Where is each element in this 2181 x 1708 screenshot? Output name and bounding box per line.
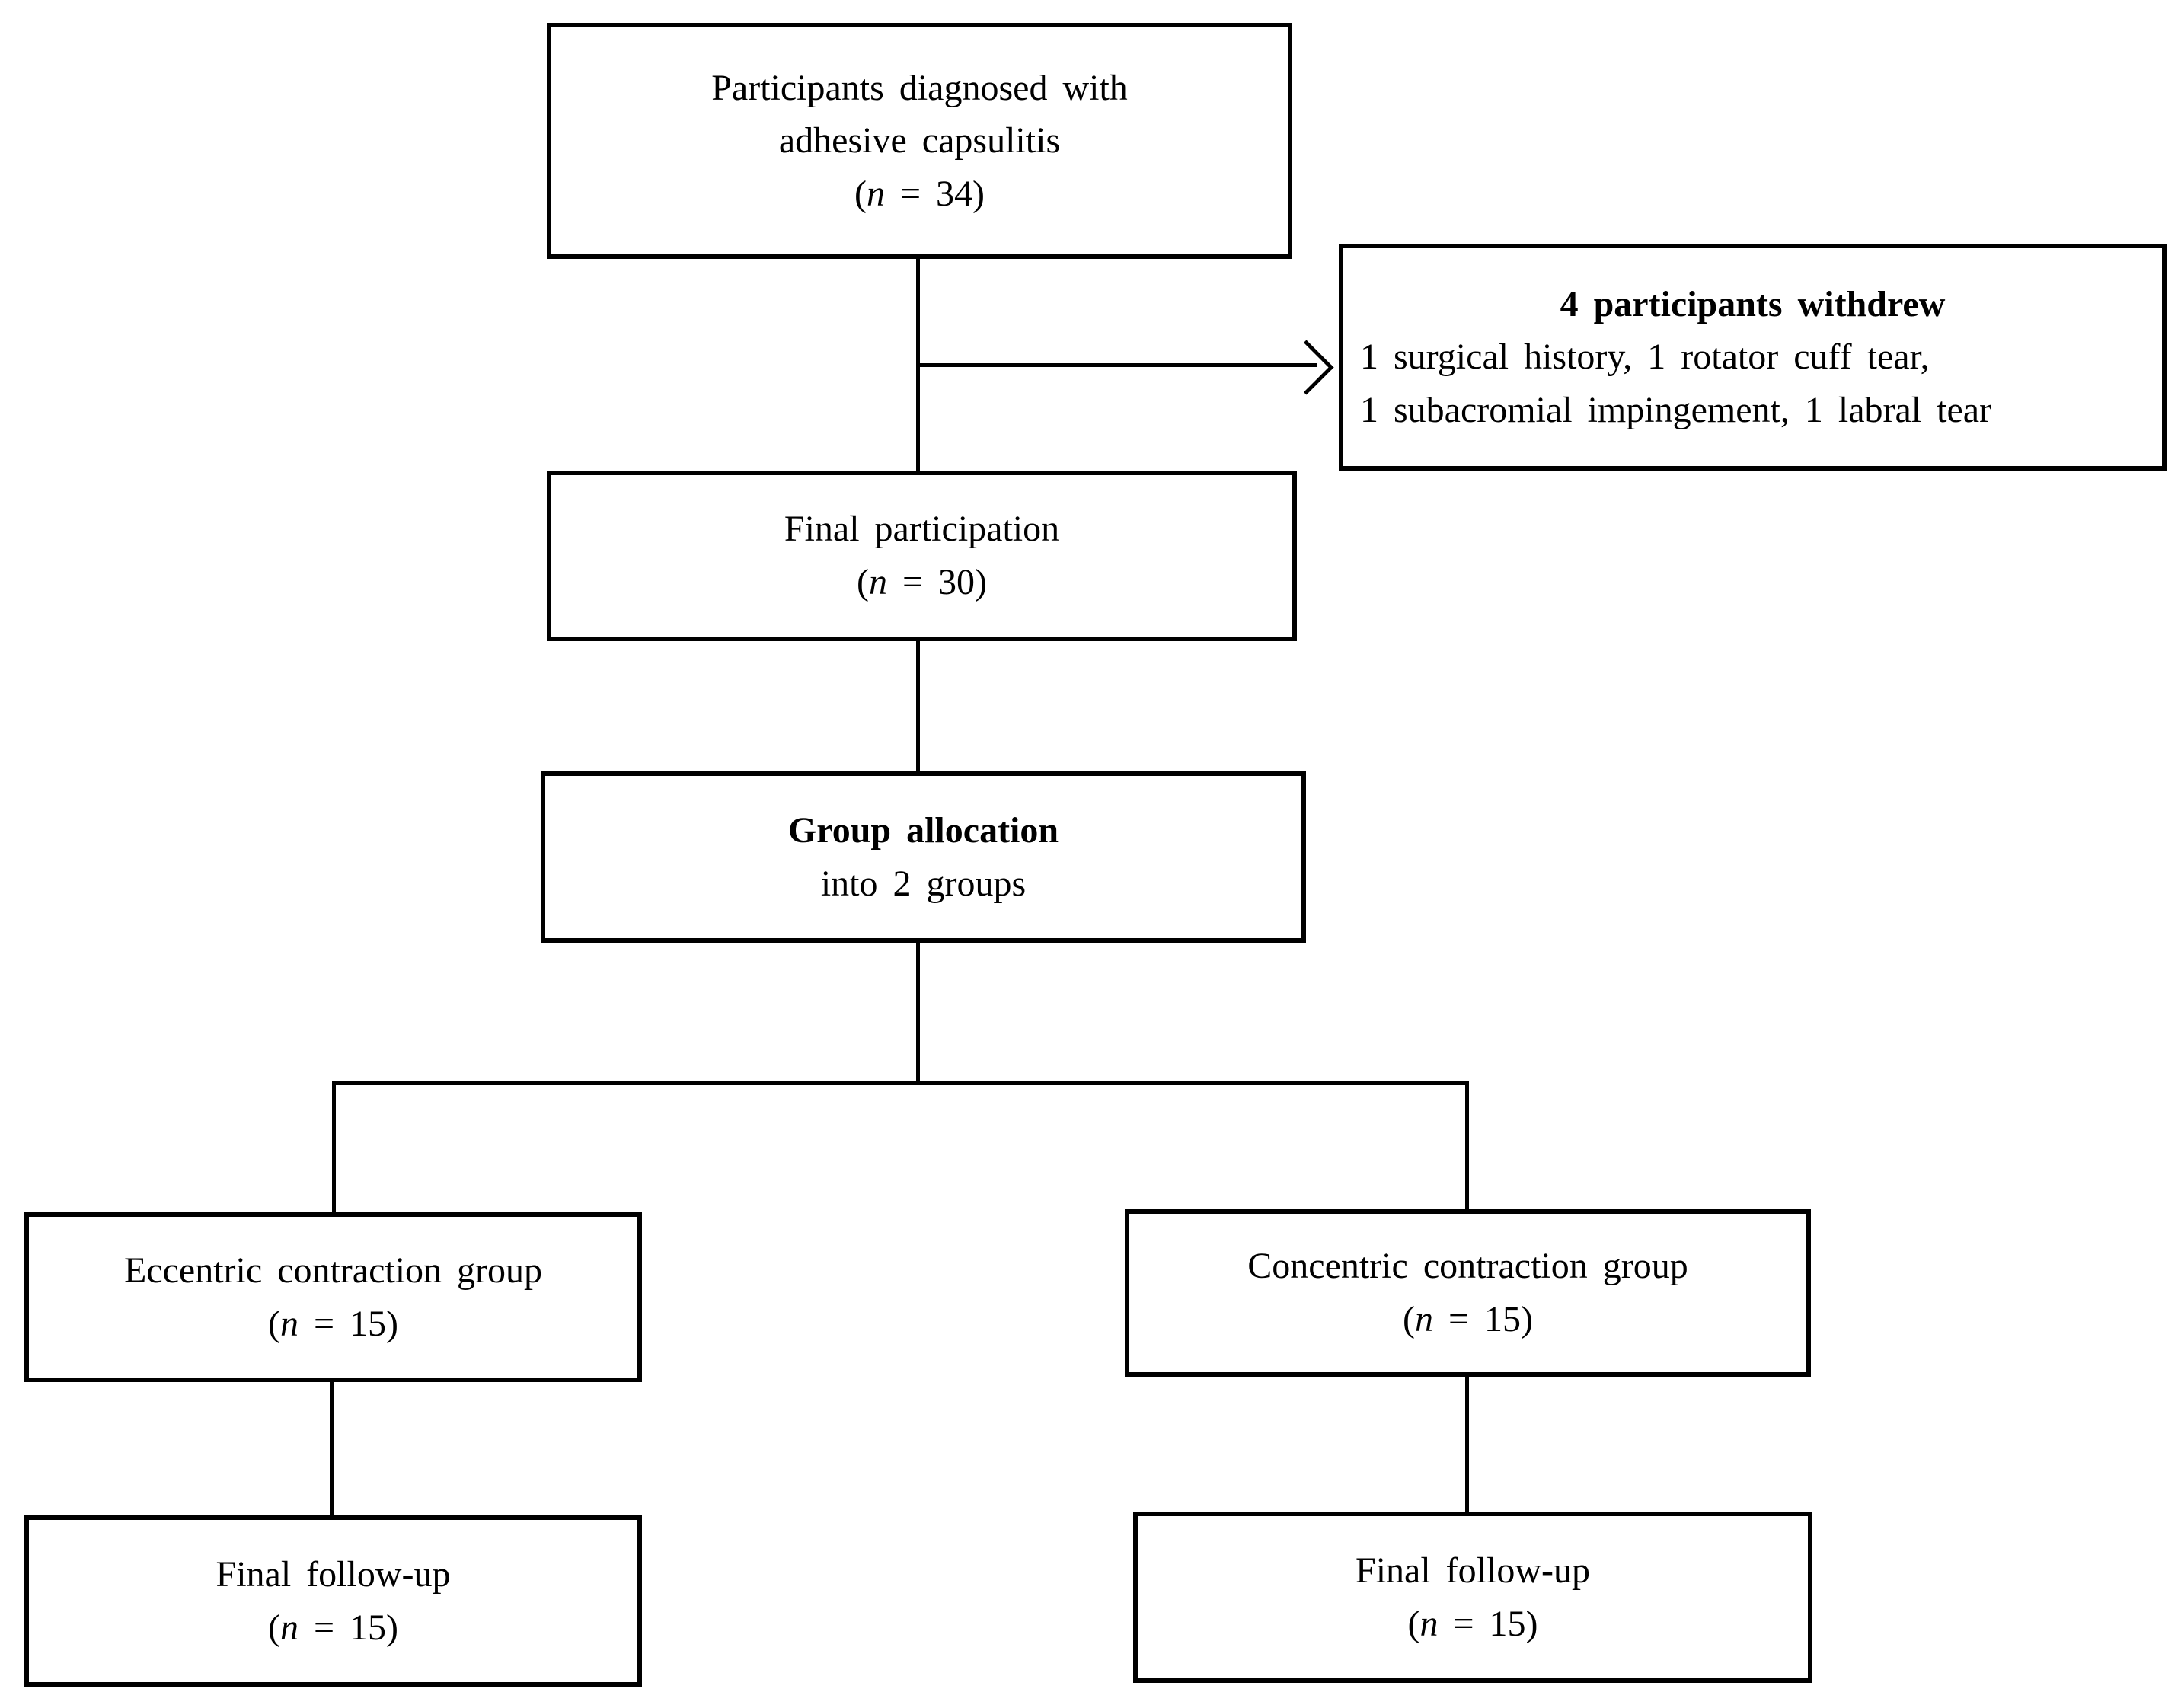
- branch-horizontal-line: [332, 1081, 1469, 1085]
- paren-open: (: [1407, 1603, 1420, 1644]
- paren-open: (: [856, 562, 869, 602]
- box-eccentric-followup: Final follow-up (n = 15): [24, 1515, 642, 1687]
- connector-allocation-to-branch: [916, 943, 920, 1085]
- concentric-line1: Concentric contraction group: [1247, 1246, 1688, 1287]
- box-group-allocation: Group allocation into 2 groups: [541, 771, 1306, 943]
- paren-open: (: [267, 1607, 280, 1648]
- diagnosed-n-count: (n = 34): [854, 168, 985, 221]
- arrow-withdrew-line: [918, 363, 1317, 367]
- withdrew-title: 4 participants withdrew: [1560, 283, 1946, 324]
- box-eccentric-group: Eccentric contraction group (n = 15): [24, 1212, 642, 1382]
- connector-final-to-allocation: [916, 641, 920, 771]
- paren-open: (: [267, 1303, 280, 1344]
- box-concentric-followup: Final follow-up (n = 15): [1133, 1512, 1812, 1683]
- group-allocation-subtitle: into 2 groups: [820, 863, 1027, 904]
- group-allocation-title: Group allocation: [787, 809, 1059, 851]
- connector-concentric-to-followup: [1465, 1377, 1469, 1512]
- connector-branch-to-concentric: [1465, 1081, 1469, 1209]
- box-participants-diagnosed: Participants diagnosed with adhesive cap…: [547, 23, 1292, 259]
- n-value: = 15): [298, 1607, 399, 1648]
- box-final-participation: Final participation (n = 30): [547, 471, 1297, 641]
- n-symbol: n: [1414, 1299, 1433, 1339]
- n-symbol: n: [1419, 1603, 1439, 1644]
- n-symbol: n: [279, 1303, 299, 1344]
- n-value: = 34): [884, 173, 985, 214]
- eccentric-followup-line1: Final follow-up: [216, 1553, 451, 1595]
- final-participation-line1: Final participation: [784, 509, 1060, 550]
- diagnosed-line1: Participants diagnosed with: [711, 67, 1128, 108]
- n-value: = 30): [886, 562, 988, 602]
- box-concentric-group: Concentric contraction group (n = 15): [1125, 1209, 1811, 1377]
- connector-eccentric-to-followup: [330, 1382, 334, 1515]
- paren-open: (: [1402, 1299, 1415, 1339]
- diagnosed-line2: adhesive capsulitis: [778, 120, 1061, 161]
- box-withdrew: 4 participants withdrew 1 surgical histo…: [1339, 244, 2167, 471]
- n-value: = 15): [298, 1303, 399, 1344]
- n-symbol: n: [868, 562, 887, 602]
- final-participation-n-count: (n = 30): [857, 556, 987, 609]
- concentric-followup-n-count: (n = 15): [1407, 1598, 1538, 1651]
- concentric-n-count: (n = 15): [1403, 1293, 1533, 1346]
- withdrew-detail-line1: 1 surgical history, 1 rotator cuff tear,: [1360, 337, 1930, 378]
- n-symbol: n: [866, 173, 885, 214]
- n-value: = 15): [1438, 1603, 1538, 1644]
- withdrew-detail-line2: 1 subacromial impingement, 1 labral tear: [1360, 389, 1992, 430]
- arrowhead-right-icon: [1279, 340, 1334, 395]
- eccentric-line1: Eccentric contraction group: [123, 1250, 543, 1291]
- paren-open: (: [854, 173, 867, 214]
- eccentric-n-count: (n = 15): [268, 1298, 398, 1351]
- concentric-followup-line1: Final follow-up: [1356, 1550, 1590, 1591]
- n-symbol: n: [279, 1607, 299, 1648]
- eccentric-followup-n-count: (n = 15): [268, 1601, 398, 1655]
- n-value: = 15): [1432, 1299, 1534, 1339]
- connector-branch-to-eccentric: [332, 1081, 336, 1212]
